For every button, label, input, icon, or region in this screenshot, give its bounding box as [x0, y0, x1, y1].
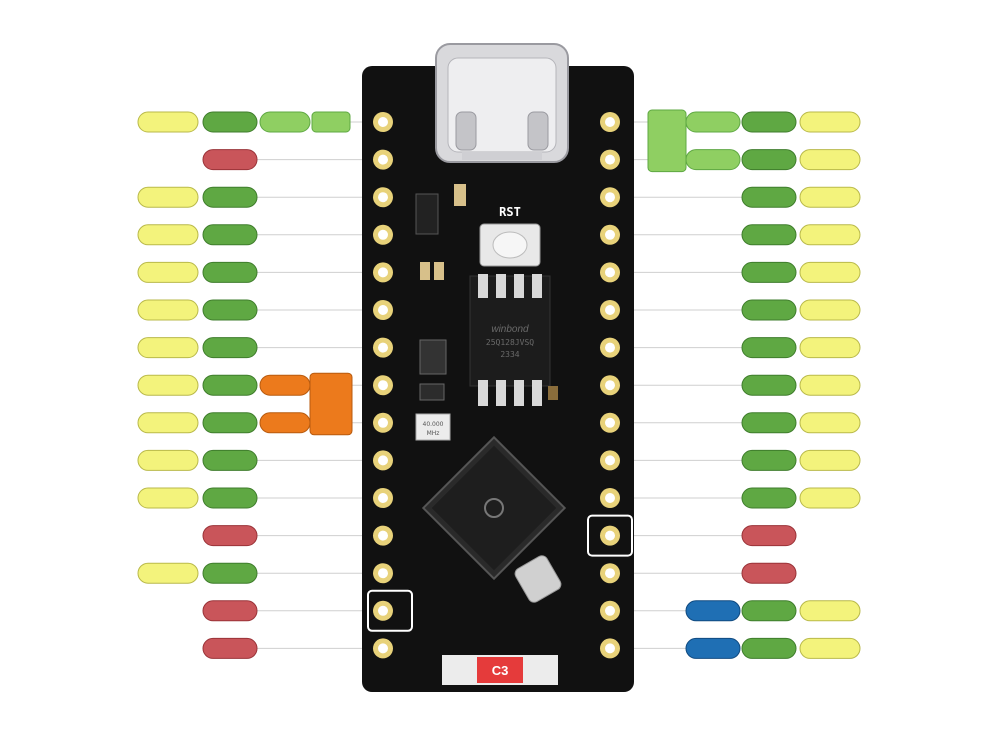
c3-badge-label: C3 — [492, 663, 509, 678]
uart-function-label — [685, 637, 741, 659]
gpio-label — [799, 149, 861, 171]
gpio-label — [137, 299, 199, 321]
pin-label — [741, 374, 797, 396]
flash-chip-code: 2334 — [500, 350, 519, 359]
pin-label — [741, 186, 797, 208]
pin-label — [202, 186, 258, 208]
spi-function-label — [685, 149, 741, 171]
passive-components — [415, 184, 562, 603]
gpio-label — [799, 261, 861, 283]
gpio-label — [137, 487, 199, 509]
gpio-label — [137, 111, 199, 133]
pin-label — [202, 562, 258, 584]
gnd-pad-marker — [367, 589, 413, 632]
crystal-unit: MHz — [427, 430, 440, 437]
leader-lines — [257, 121, 742, 649]
power-label — [202, 525, 258, 547]
pin-label — [741, 261, 797, 283]
pin-label — [202, 449, 258, 471]
pin-label — [202, 412, 258, 434]
gpio-label — [137, 412, 199, 434]
gpio-label — [137, 449, 199, 471]
power-label — [202, 637, 258, 659]
gnd-pad-marker — [587, 514, 633, 557]
gpio-label — [799, 487, 861, 509]
gpio-label — [799, 111, 861, 133]
pin-label — [741, 111, 797, 133]
pin-label — [741, 600, 797, 622]
c3-badge: C3 — [442, 655, 558, 685]
pin-label — [741, 487, 797, 509]
gpio-label — [799, 224, 861, 246]
gpio-label — [799, 186, 861, 208]
gpio-label — [137, 186, 199, 208]
power-label — [741, 562, 797, 584]
gpio-label — [137, 261, 199, 283]
pin-label — [741, 149, 797, 171]
spi-function-label — [259, 111, 311, 133]
crystal-frequency: 40.000 — [423, 421, 444, 428]
usb-c-connector — [435, 43, 569, 163]
gpio-label — [799, 299, 861, 321]
pin-label — [741, 299, 797, 321]
header-pads — [373, 112, 620, 659]
pin-label — [202, 261, 258, 283]
pin-label — [741, 224, 797, 246]
pin-label — [741, 337, 797, 359]
flash-chip: winbond 25Q128JVSQ 2334 — [469, 274, 551, 406]
pin-label — [202, 487, 258, 509]
spi-group-label — [647, 109, 687, 173]
pin-label — [202, 337, 258, 359]
silkscreen-labels — [367, 514, 633, 632]
gpio-label — [137, 337, 199, 359]
power-label — [202, 149, 258, 171]
gpio-label — [799, 374, 861, 396]
flash-chip-part: 25Q128JVSQ — [486, 338, 534, 347]
gpio-label — [799, 637, 861, 659]
i2c-group-label — [309, 372, 353, 436]
pin-label — [741, 449, 797, 471]
gpio-label — [799, 600, 861, 622]
crystal: 40.000 MHz — [415, 413, 451, 441]
pin-label — [741, 412, 797, 434]
dev-board: RST winbond 25Q128JVSQ 2334 40.000 — [362, 43, 634, 692]
esp32-chip — [421, 435, 567, 581]
reset-button[interactable]: RST — [479, 205, 541, 267]
gpio-label — [137, 374, 199, 396]
uart-function-label — [685, 600, 741, 622]
gpio-label — [799, 449, 861, 471]
rst-button-label: RST — [499, 205, 521, 219]
flash-chip-brand: winbond — [491, 324, 529, 335]
power-label — [202, 600, 258, 622]
spi-group-label — [311, 111, 351, 133]
power-label — [741, 525, 797, 547]
pin-label — [741, 637, 797, 659]
gpio-label — [799, 337, 861, 359]
i2c-function-label — [259, 412, 311, 434]
pin-label — [202, 299, 258, 321]
i2c-function-label — [259, 374, 311, 396]
pin-label — [202, 374, 258, 396]
pin-label — [202, 224, 258, 246]
pin-labels — [137, 109, 861, 659]
gpio-label — [137, 224, 199, 246]
spi-function-label — [685, 111, 741, 133]
gpio-label — [799, 412, 861, 434]
gpio-label — [137, 562, 199, 584]
pin-label — [202, 111, 258, 133]
